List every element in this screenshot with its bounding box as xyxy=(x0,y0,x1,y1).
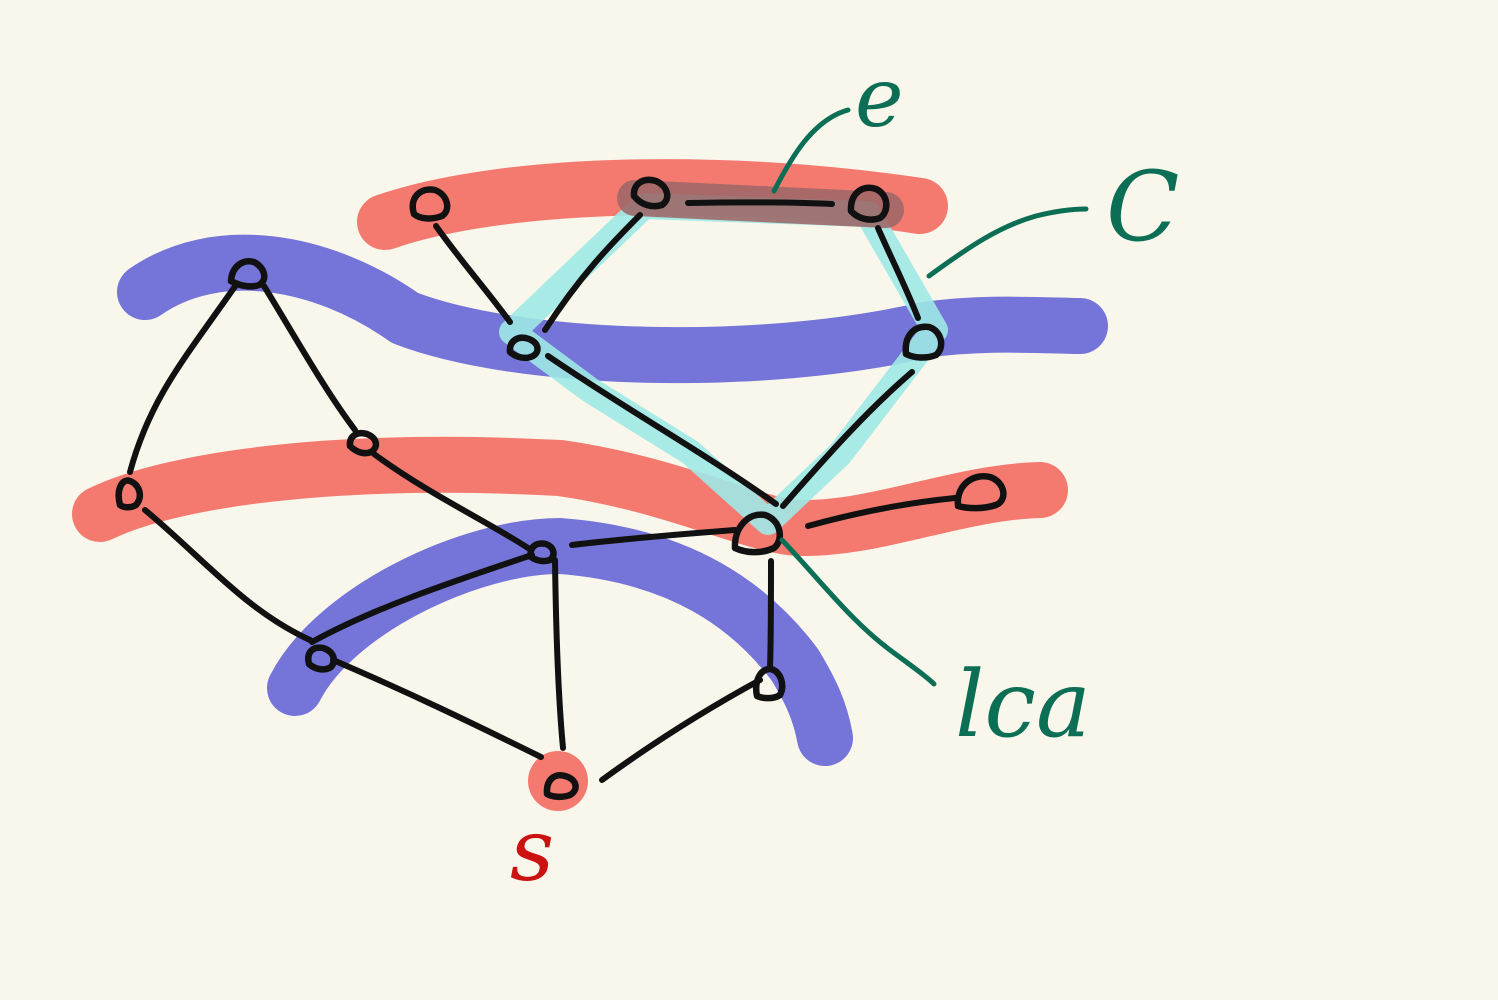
edge-c-s xyxy=(599,677,763,783)
node-s xyxy=(543,772,579,801)
label-c: C xyxy=(1106,151,1179,263)
node-l xyxy=(409,186,451,222)
edge-e1-f xyxy=(261,283,358,433)
blue-layer-band-lower xyxy=(267,518,853,766)
edge-i-k xyxy=(875,225,921,321)
node-e1 xyxy=(227,258,268,290)
leader-c xyxy=(926,206,1089,279)
edge-lca-h xyxy=(805,495,958,529)
node-c xyxy=(753,665,786,702)
edge-lca-i xyxy=(780,369,915,509)
blue-layer-band-upper xyxy=(117,234,1108,384)
edge-g-b xyxy=(569,527,738,548)
edge-n-l xyxy=(542,212,643,333)
leader-e xyxy=(771,107,851,194)
node-h xyxy=(954,473,1007,512)
graph-edges xyxy=(127,199,958,783)
edge-k-n xyxy=(685,199,835,207)
node-g xyxy=(506,334,541,362)
edge-c-lca xyxy=(767,558,774,671)
node-d xyxy=(115,477,144,511)
node-b xyxy=(527,540,557,565)
node-k xyxy=(847,184,890,223)
node-f xyxy=(346,429,380,457)
edge-f-g xyxy=(371,451,531,551)
node-n xyxy=(630,176,671,210)
graph-nodes xyxy=(115,176,1007,801)
edge-a-s xyxy=(330,657,544,760)
red-layer-band-middle xyxy=(72,436,1068,557)
label-lca: lca xyxy=(955,651,1091,758)
edge-b-lca xyxy=(545,353,779,507)
leader-lca xyxy=(779,537,937,687)
annotations: e C lca s xyxy=(510,51,1179,901)
label-source: s xyxy=(510,801,554,901)
node-a xyxy=(305,644,337,673)
node-i xyxy=(902,323,945,361)
edge-a-d xyxy=(142,507,313,643)
edge-a-b xyxy=(309,552,535,645)
edge-b-s xyxy=(552,557,566,751)
node-lca xyxy=(731,511,783,556)
label-e: e xyxy=(855,51,904,146)
edge-l-m xyxy=(433,223,513,325)
edge-d-e1 xyxy=(127,282,239,475)
